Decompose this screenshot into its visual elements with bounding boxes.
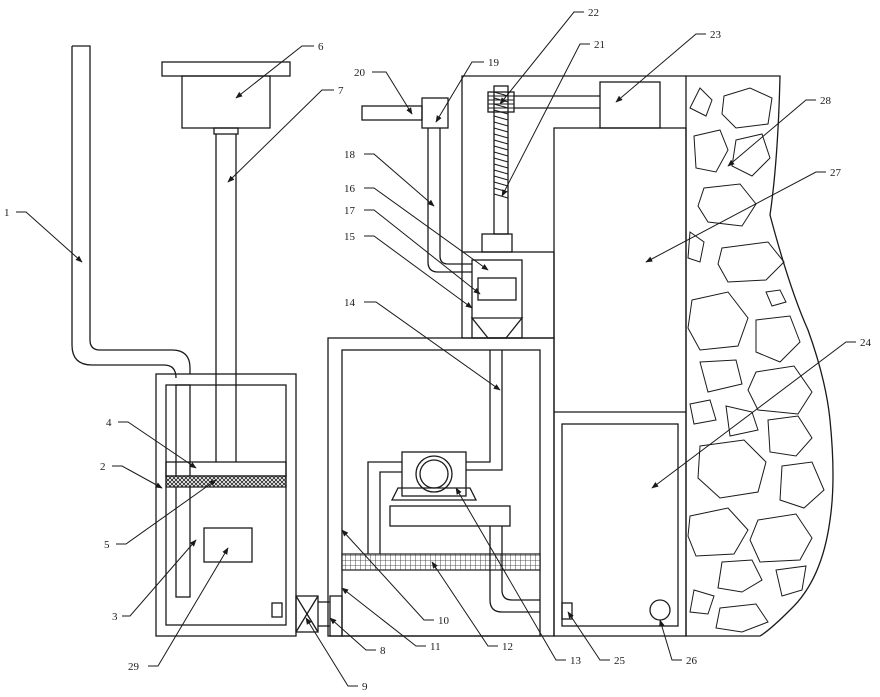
- label-17: 17: [344, 205, 356, 217]
- label-11: 11: [430, 641, 441, 653]
- rock-wall: [685, 75, 834, 637]
- label-12: 12: [502, 641, 513, 653]
- label-6: 6: [318, 41, 324, 53]
- label-1: 1: [4, 207, 10, 219]
- label-18: 18: [344, 149, 356, 161]
- label-3: 3: [112, 611, 118, 623]
- leader-lines: [16, 11, 856, 687]
- label-10: 10: [438, 615, 450, 627]
- label-5: 5: [104, 539, 110, 551]
- label-13: 13: [570, 655, 582, 667]
- press-head: [161, 61, 291, 374]
- label-25: 25: [614, 655, 626, 667]
- label-27: 27: [830, 167, 842, 179]
- label-15: 15: [344, 231, 356, 243]
- label-4: 4: [106, 417, 112, 429]
- inlet-pipe: [71, 45, 191, 379]
- label-16: 16: [344, 183, 356, 195]
- label-9: 9: [362, 681, 368, 693]
- label-8: 8: [380, 645, 386, 657]
- label-14: 14: [344, 297, 356, 309]
- right-tanks: [553, 127, 687, 637]
- valve: [295, 595, 343, 637]
- label-29: 29: [128, 661, 140, 673]
- label-22: 22: [588, 7, 599, 19]
- middle-tank: [327, 337, 555, 637]
- label-7: 7: [338, 85, 344, 97]
- label-19: 19: [488, 57, 500, 69]
- label-20: 20: [354, 67, 366, 79]
- label-26: 26: [686, 655, 698, 667]
- callout-labels: 1 2 3 4 5 6 7 8 9 10 11 12 13 14 15 16 1…: [4, 7, 872, 693]
- screw-shaft: [461, 75, 686, 252]
- label-24: 24: [860, 337, 872, 349]
- cylinder-assembly: [361, 97, 555, 339]
- label-28: 28: [820, 95, 832, 107]
- label-21: 21: [594, 39, 605, 51]
- label-23: 23: [710, 29, 722, 41]
- left-tank: [155, 373, 297, 637]
- label-2: 2: [100, 461, 106, 473]
